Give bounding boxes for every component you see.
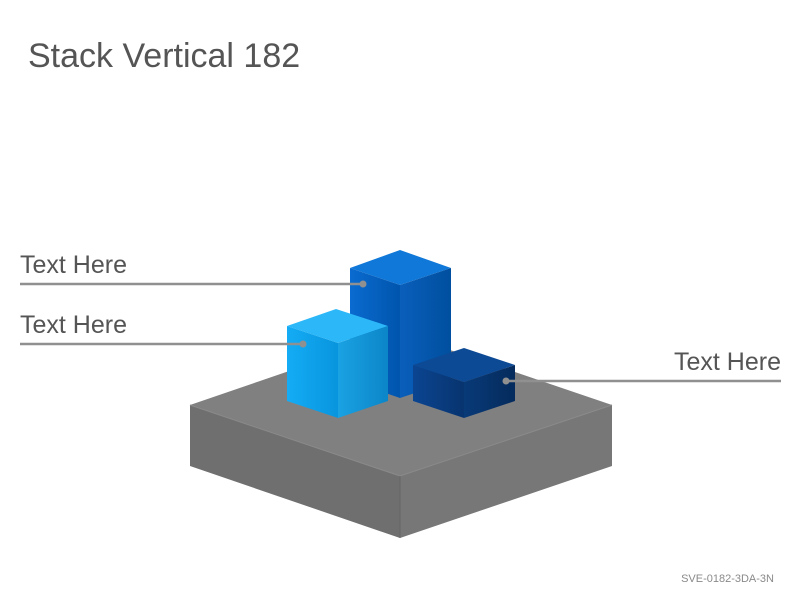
page-title: Stack Vertical 182	[28, 37, 301, 75]
callout-label-right: Text Here	[674, 348, 781, 376]
base-platform	[189, 333, 613, 538]
dark-block-front	[413, 365, 464, 418]
dark-blue-block	[413, 348, 515, 418]
leader-line-1	[20, 280, 367, 288]
tall-block-top	[350, 250, 451, 285]
leader-line-3	[502, 377, 781, 385]
base-right-face	[400, 405, 612, 538]
base-left-face	[190, 405, 400, 538]
light-blue-cube	[287, 309, 388, 418]
leader-line-2	[20, 340, 307, 348]
light-cube-front	[287, 326, 338, 418]
light-cube-top	[287, 309, 388, 343]
callout-label-top: Text Here	[20, 251, 127, 279]
callout-label-middle: Text Here	[20, 311, 127, 339]
dark-block-side	[464, 365, 515, 418]
footer-code: SVE-0182-3DA-3N	[681, 573, 774, 585]
light-cube-side	[338, 326, 388, 418]
